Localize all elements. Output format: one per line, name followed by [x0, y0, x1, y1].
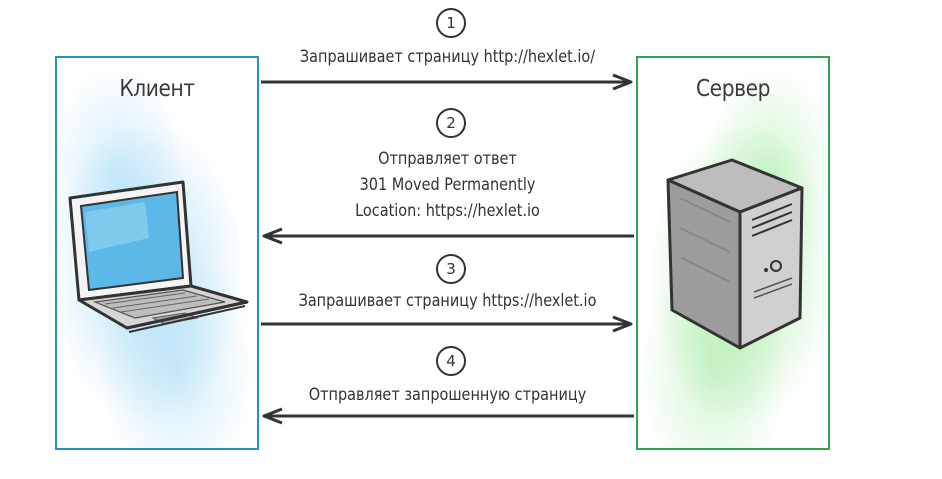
step-3-line-1: Запрашивает страницу https://hexlet.io — [298, 291, 597, 311]
server-panel: Сервер — [636, 56, 830, 450]
step-2-number: 2 — [436, 108, 466, 138]
step-4-message: Отправляет запрошенную страницу — [287, 382, 607, 408]
server-title: Сервер — [695, 76, 771, 102]
step-4-line-1: Отправляет запрошенную страницу — [308, 385, 587, 405]
arrow-client-to-server-1 — [261, 73, 633, 91]
step-2-message: Отправляет ответ 301 Moved Permanently L… — [287, 146, 607, 224]
arrow-server-to-client-4 — [262, 407, 634, 425]
server-tower-icon — [666, 158, 804, 350]
step-1-number: 1 — [436, 8, 466, 38]
step-2-line-3: Location: https://hexlet.io — [355, 201, 540, 221]
step-2-line-1: Отправляет ответ — [378, 149, 517, 169]
arrow-server-to-client-2 — [262, 227, 634, 245]
arrow-client-to-server-3 — [261, 315, 633, 333]
client-panel: Клиент — [55, 56, 259, 450]
step-3-message: Запрашивает страницу https://hexlet.io — [287, 288, 607, 314]
step-1-message: Запрашивает страницу http://hexlet.io/ — [287, 44, 607, 70]
step-1-line-1: Запрашивает страницу http://hexlet.io/ — [299, 47, 596, 67]
step-2-line-2: 301 Moved Permanently — [359, 175, 536, 195]
step-4-number: 4 — [436, 346, 466, 376]
step-3-number: 3 — [436, 254, 466, 284]
client-title: Клиент — [119, 76, 195, 102]
laptop-icon — [68, 180, 249, 333]
